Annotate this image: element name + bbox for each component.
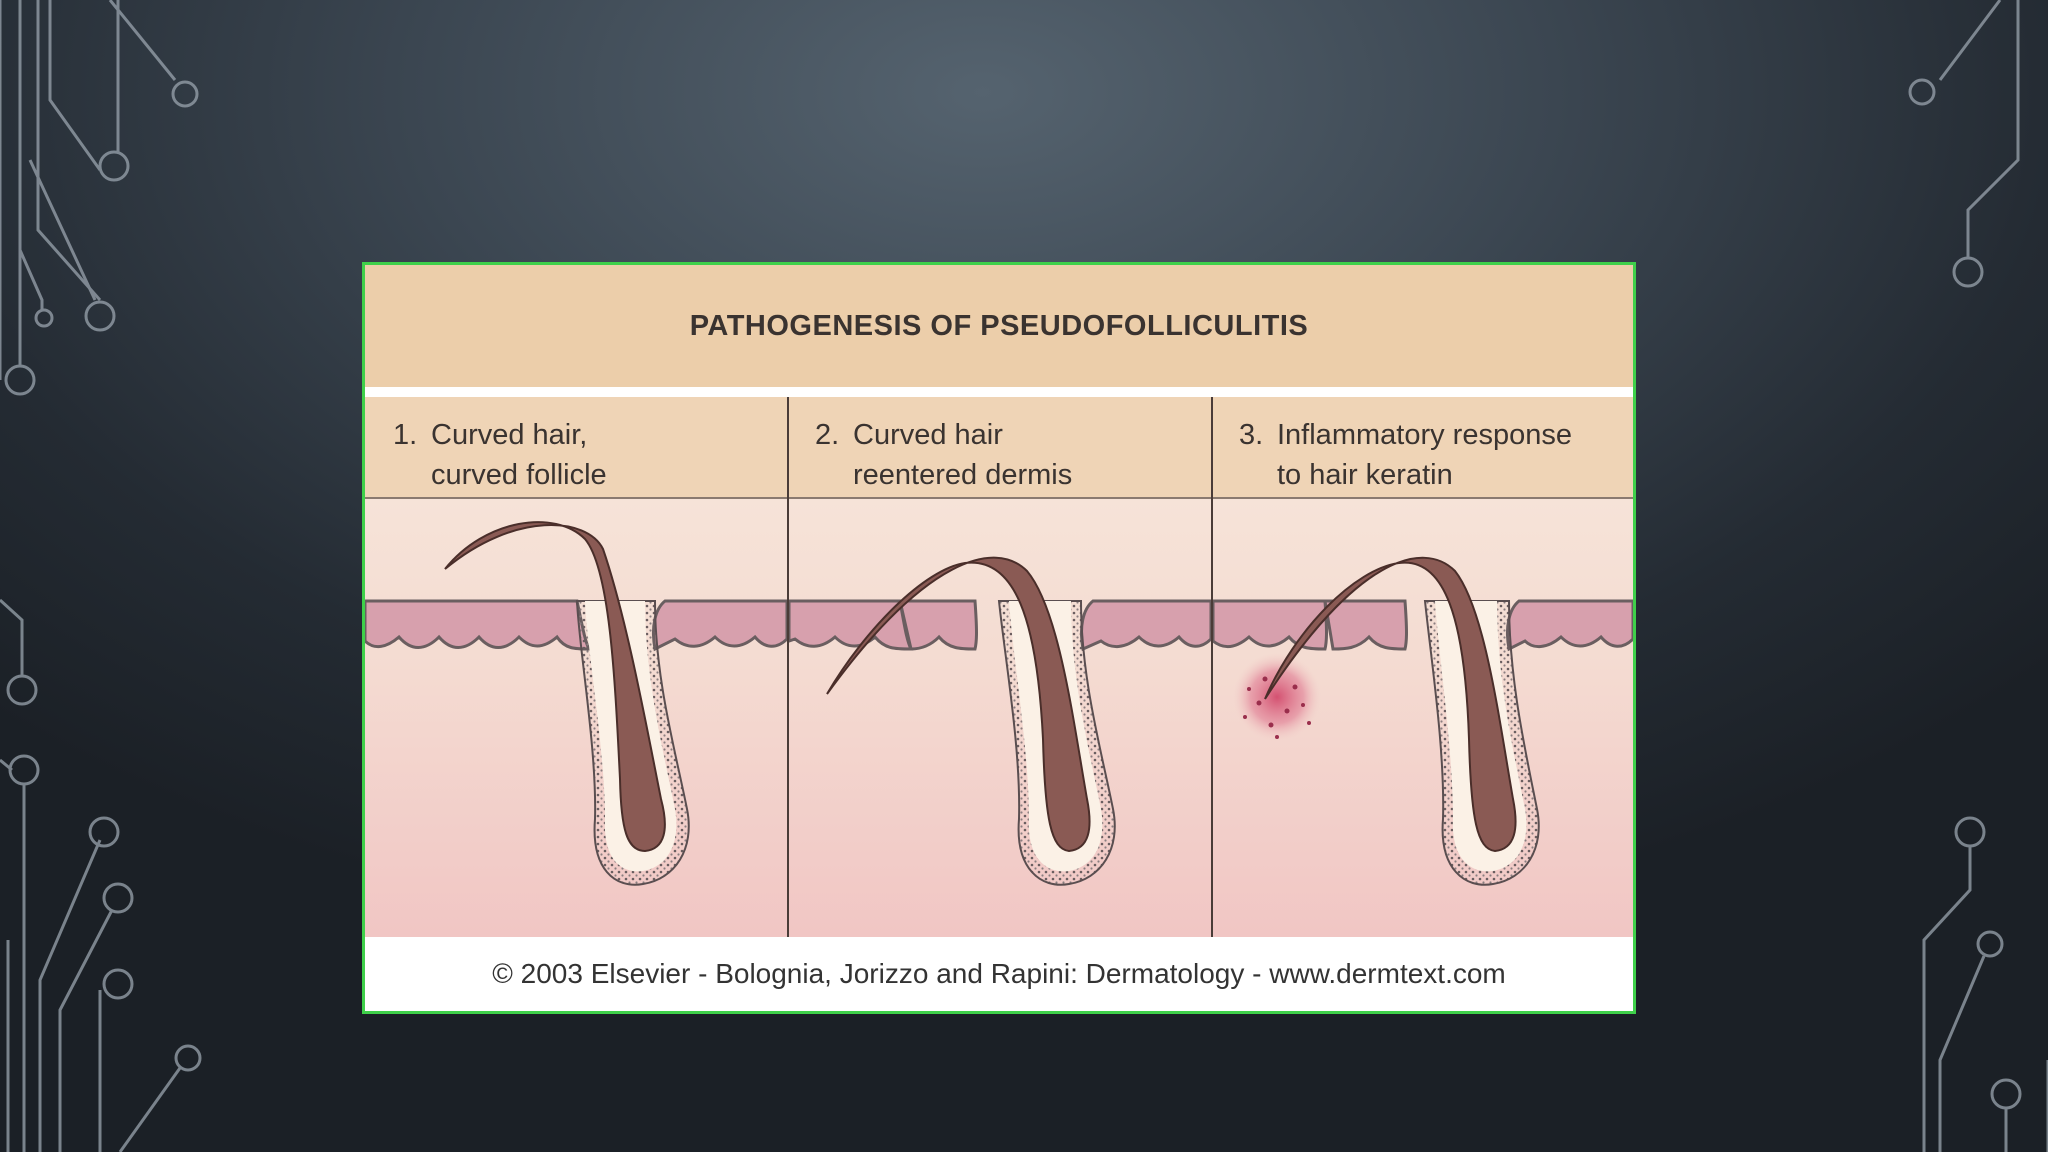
panel-2-illustration <box>787 556 1213 886</box>
follicle-illustrations <box>365 499 1633 937</box>
panel-3-number: 3. <box>1239 419 1264 451</box>
panel-1-header: 1. Curved hair, curved follicle <box>365 397 787 499</box>
embedded-hair <box>1264 556 1517 853</box>
credit-footer: © 2003 Elsevier - Bolognia, Jorizzo and … <box>365 937 1633 1011</box>
curved-hair <box>444 521 666 853</box>
panel-3-illustration <box>1211 556 1633 886</box>
copyright-credit: © 2003 Elsevier - Bolognia, Jorizzo and … <box>492 958 1506 989</box>
inflammatory-cells <box>1243 668 1311 739</box>
epidermis-left-3 <box>1211 599 1328 651</box>
panel-1-illustration <box>365 521 789 886</box>
panel-2-header: 2. Curved hair reentered dermis <box>789 397 1211 499</box>
title-separator <box>365 387 1633 397</box>
panel-2-number: 2. <box>815 419 840 451</box>
panel-2-caption-line2: reentered dermis <box>853 459 1073 491</box>
panel-3-caption-line1: Inflammatory response <box>1277 419 1572 451</box>
panel-1-caption-line1: Curved hair, <box>431 419 588 451</box>
epidermis-right-2 <box>1079 599 1213 652</box>
panel-1-number: 1. <box>393 419 418 451</box>
epidermis-right-3 <box>1505 599 1633 652</box>
panel-divider-2 <box>1211 397 1213 937</box>
title-band: PATHOGENESIS OF PSEUDOFOLLICULITIS <box>365 265 1633 387</box>
epidermis-middle-2 <box>898 599 978 651</box>
panel-2-caption-line1: Curved hair <box>853 419 1003 451</box>
panel-3-header: 3. Inflammatory response to hair keratin <box>1213 397 1633 499</box>
panel-3-caption-line2: to hair keratin <box>1277 459 1453 491</box>
panel-1-caption-line2: curved follicle <box>431 459 607 491</box>
figure-title: PATHOGENESIS OF PSEUDOFOLLICULITIS <box>689 309 1309 342</box>
panel-divider-1 <box>787 397 789 937</box>
pseudofolliculitis-figure: PATHOGENESIS OF PSEUDOFOLLICULITIS 1. Cu… <box>362 262 1636 1014</box>
inflammation-spot <box>1233 653 1321 741</box>
epidermis-middle-3 <box>1323 599 1408 651</box>
epidermis-right <box>651 599 789 652</box>
reentering-hair <box>826 556 1091 853</box>
